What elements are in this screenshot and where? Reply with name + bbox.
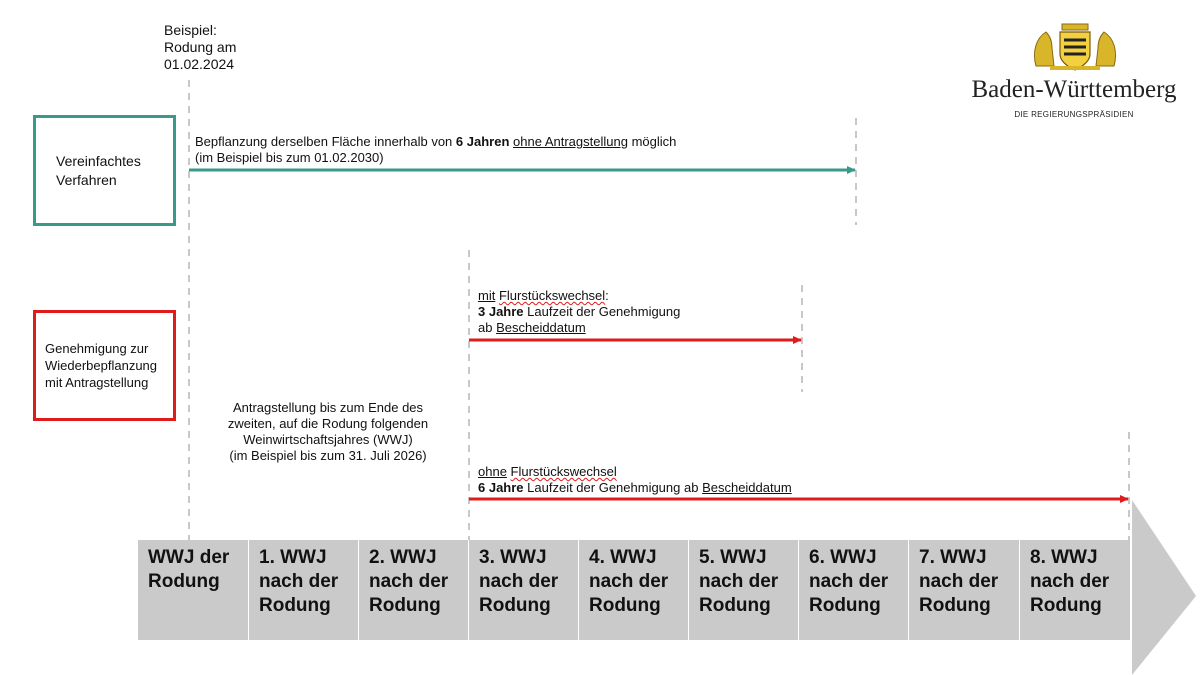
timeline-year-3: 3. WWJ nach der Rodung — [469, 540, 578, 640]
example-line-3: 01.02.2024 — [164, 56, 235, 72]
timeline-label-line-2: nach der — [369, 571, 449, 592]
timeline-label-line-2: nach der — [1030, 571, 1110, 592]
simplified-box-line-1: Vereinfachtes — [56, 152, 141, 169]
without-change-line-1: ohne Flurstückswechsel — [478, 464, 792, 480]
timeline-year-1: 1. WWJ nach der Rodung — [249, 540, 358, 640]
timeline-label-line-3: Rodung — [919, 595, 991, 616]
timeline-year-5: 5. WWJ nach der Rodung — [689, 540, 798, 640]
simplified-annotation-no-application: ohne Antragstellung — [513, 134, 628, 149]
timeline-label-line-1: 8. WWJ — [1030, 547, 1098, 568]
simplified-box-line-2: Verfahren — [56, 171, 117, 188]
with-change-colon: : — [605, 288, 609, 303]
without-change-duration: 6 Jahre — [478, 480, 524, 495]
with-change-validity: Laufzeit der Genehmigung — [523, 304, 681, 319]
with-change-mit: mit — [478, 288, 496, 303]
with-change-duration: 3 Jahre — [478, 304, 524, 319]
deadline-line-3: Weinwirtschaftsjahres (WWJ) — [243, 432, 413, 447]
logo-wordmark: Baden-Württemberg — [971, 76, 1177, 103]
timeline-label-line-2: Rodung — [148, 571, 220, 592]
timeline-label-line-2: nach der — [809, 571, 889, 592]
logo-subtitle: DIE REGIERUNGSPRÄSIDIEN — [1014, 110, 1134, 119]
simplified-annotation: Bepflanzung derselben Fläche innerhalb v… — [195, 134, 676, 166]
timeline-label-line-2: nach der — [699, 571, 779, 592]
simplified-procedure-box: Vereinfachtes Verfahren — [33, 115, 176, 226]
timeline-year-clearing: WWJ der Rodung — [138, 540, 248, 640]
timeline-year-7: 7. WWJ nach der Rodung — [909, 540, 1019, 640]
timeline-label-line-1: 6. WWJ — [809, 547, 877, 568]
simplified-annotation-possible: möglich — [627, 134, 677, 149]
with-change-line-3: ab Bescheiddatum — [478, 320, 680, 336]
timeline-label-line-2: nach der — [259, 571, 339, 592]
with-change-from: ab — [478, 320, 497, 335]
deadline-line-4: (im Beispiel bis zum 31. Juli 2026) — [229, 448, 427, 463]
approval-procedure-box: Genehmigung zur Wiederbepflanzung mit An… — [33, 310, 176, 421]
without-change-validity: Laufzeit der Genehmigung ab — [523, 480, 703, 495]
coat-of-arms-icon — [1033, 23, 1117, 71]
timeline-label-line-3: Rodung — [479, 595, 551, 616]
timeline-year-8: 8. WWJ nach der Rodung — [1020, 540, 1130, 640]
simplified-annotation-line-2: (im Beispiel bis zum 01.02.2030) — [195, 150, 384, 165]
timeline-label-line-1: 3. WWJ — [479, 547, 547, 568]
example-label: Beispiel: Rodung am 01.02.2024 — [164, 22, 236, 73]
timeline-label-line-2: nach der — [479, 571, 559, 592]
timeline-label-line-2: nach der — [589, 571, 669, 592]
example-line-2: Rodung am — [164, 39, 237, 55]
approval-box-line-2: Wiederbepflanzung — [45, 358, 158, 373]
with-change-line-2: 3 Jahre Laufzeit der Genehmigung — [478, 304, 680, 320]
example-line-1: Beispiel: — [164, 22, 217, 38]
deadline-line-1: Antragstellung bis zum Ende des — [232, 400, 424, 415]
with-change-line-1: mit Flurstückswechsel: — [478, 288, 680, 304]
approval-box-line-1: Genehmigung zur — [45, 341, 149, 356]
without-change-parcel: Flurstückswechsel — [510, 464, 617, 479]
application-deadline-text: Antragstellung bis zum Ende des zweiten,… — [196, 400, 460, 464]
timeline-label-line-1: 1. WWJ — [259, 547, 327, 568]
simplified-annotation-duration: 6 Jahren — [455, 134, 510, 149]
approval-box-line-3: mit Antragstellung — [45, 375, 149, 390]
with-parcel-change-annotation: mit Flurstückswechsel: 3 Jahre Laufzeit … — [478, 288, 680, 336]
timeline-label-line-1: 5. WWJ — [699, 547, 767, 568]
timeline-label-line-1: 4. WWJ — [589, 547, 657, 568]
with-change-decision-date: Bescheiddatum — [496, 320, 586, 335]
timeline-year-4: 4. WWJ nach der Rodung — [579, 540, 688, 640]
simplified-annotation-text: Bepflanzung derselben Fläche innerhalb v… — [195, 134, 456, 149]
simplified-annotation-line-1: Bepflanzung derselben Fläche innerhalb v… — [195, 134, 676, 150]
timeline-label-line-3: Rodung — [809, 595, 881, 616]
timeline-label-line-3: Rodung — [259, 595, 331, 616]
without-change-ohne: ohne — [478, 464, 507, 479]
timeline-label-line-1: WWJ der — [148, 547, 230, 568]
timeline-label-line-2: nach der — [919, 571, 999, 592]
timeline-label-line-1: 2. WWJ — [369, 547, 437, 568]
timeline-label-line-3: Rodung — [1030, 595, 1102, 616]
timeline-arrow-head — [1132, 500, 1196, 675]
without-change-decision-date: Bescheiddatum — [702, 480, 792, 495]
timeline-label-line-3: Rodung — [699, 595, 771, 616]
timeline-label-line-1: 7. WWJ — [919, 547, 987, 568]
without-change-line-2: 6 Jahre Laufzeit der Genehmigung ab Besc… — [478, 480, 792, 496]
timeline-label-line-3: Rodung — [589, 595, 661, 616]
timeline-year-2: 2. WWJ nach der Rodung — [359, 540, 468, 640]
without-parcel-change-annotation: ohne Flurstückswechsel 6 Jahre Laufzeit … — [478, 464, 792, 496]
timeline-year-6: 6. WWJ nach der Rodung — [799, 540, 908, 640]
timeline-label-line-3: Rodung — [369, 595, 441, 616]
with-change-parcel: Flurstückswechsel — [498, 288, 606, 303]
deadline-line-2: zweiten, auf die Rodung folgenden — [227, 416, 429, 431]
